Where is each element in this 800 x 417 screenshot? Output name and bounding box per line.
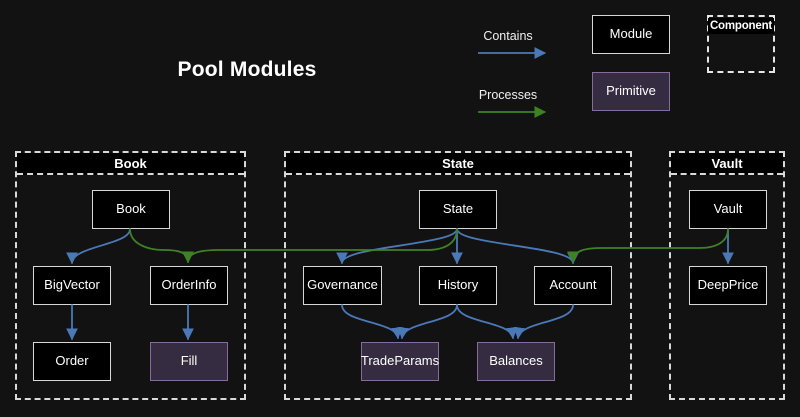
node-orderinfo-label: OrderInfo (161, 277, 217, 293)
node-book-label: Book (116, 201, 146, 217)
node-order: Order (33, 342, 111, 381)
container-state-label: State (286, 153, 630, 175)
node-bigvector: BigVector (33, 266, 111, 305)
legend-module-box: Module (592, 15, 670, 54)
container-state: State (284, 151, 632, 400)
node-balances: Balances (477, 342, 555, 381)
node-state: State (419, 190, 497, 229)
container-vault: Vault (669, 151, 785, 400)
node-tradeparams-label: TradeParams (360, 353, 440, 369)
node-book: Book (92, 190, 170, 229)
node-order-label: Order (55, 353, 89, 369)
container-vault-label: Vault (671, 153, 783, 175)
node-deepprice-label: DeepPrice (697, 277, 759, 293)
node-governance: Governance (303, 266, 382, 305)
diagram-title: Pool Modules (177, 58, 317, 81)
node-vault-label: Vault (713, 201, 743, 217)
node-tradeparams: TradeParams (361, 342, 439, 381)
node-history: History (419, 266, 497, 305)
node-balances-label: Balances (489, 353, 543, 369)
node-fill: Fill (150, 342, 228, 381)
node-fill-label: Fill (180, 353, 198, 369)
node-account-label: Account (549, 277, 597, 293)
legend-processes-label: Processes (478, 88, 538, 102)
node-account: Account (534, 266, 612, 305)
legend-primitive-label: Primitive (606, 83, 656, 99)
legend-primitive-box: Primitive (592, 72, 670, 111)
node-vault: Vault (689, 190, 767, 229)
legend-contains-label: Contains (483, 29, 533, 43)
node-state-label: State (442, 201, 474, 217)
legend-component-label: Component (708, 18, 774, 34)
container-book: Book (15, 151, 246, 400)
node-deepprice: DeepPrice (689, 266, 767, 305)
node-bigvector-label: BigVector (44, 277, 100, 293)
node-governance-label: Governance (307, 277, 378, 293)
node-orderinfo: OrderInfo (150, 266, 228, 305)
container-book-label: Book (17, 153, 244, 175)
legend-component-box: Component (707, 15, 775, 73)
node-history-label: History (437, 277, 479, 293)
legend-module-label: Module (609, 26, 653, 42)
